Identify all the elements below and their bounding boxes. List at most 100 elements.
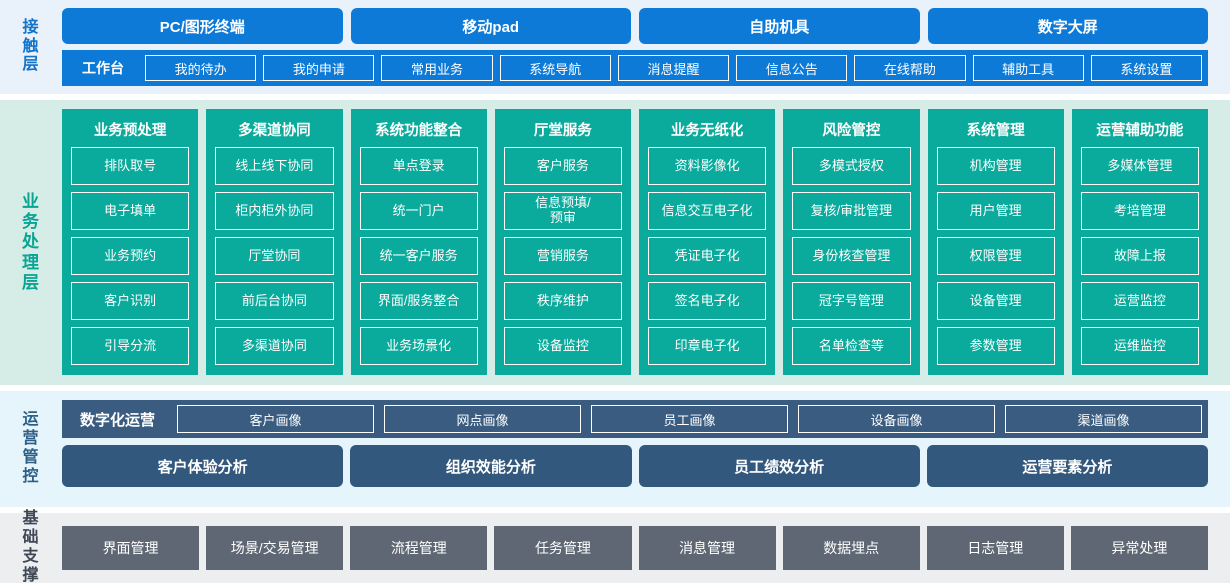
foundation-row: 界面管理 场景/交易管理 流程管理 任务管理 消息管理 数据埋点 日志管理 异常… (62, 526, 1208, 570)
column-items: 客户服务 信息预填/ 预审 营销服务 秩序维护 设备监控 (503, 147, 622, 365)
analysis-row: 客户体验分析 组织效能分析 员工绩效分析 运营要素分析 (62, 445, 1208, 487)
biz-item-device-management[interactable]: 设备管理 (936, 282, 1055, 320)
layer-business-body: 业务预处理 排队取号 电子填单 业务预约 客户识别 引导分流 多渠道协同 线上线… (62, 100, 1230, 385)
foundation-message-management[interactable]: 消息管理 (638, 526, 776, 570)
biz-item-operation-monitoring[interactable]: 运营监控 (1080, 282, 1199, 320)
portrait-device[interactable]: 设备画像 (798, 405, 996, 433)
column-title: 系统管理 (966, 123, 1025, 139)
biz-item-seal-electronic[interactable]: 印章电子化 (648, 327, 767, 365)
biz-item-counter-collab[interactable]: 柜内柜外协同 (215, 192, 334, 230)
foundation-scenario-transaction-management[interactable]: 场景/交易管理 (206, 526, 344, 570)
workbench-item-common-business[interactable]: 常用业务 (381, 55, 493, 81)
workbench-item-online-help[interactable]: 在线帮助 (854, 55, 966, 81)
foundation-ui-management[interactable]: 界面管理 (62, 526, 200, 570)
biz-item-lobby-collab[interactable]: 厅堂协同 (215, 237, 334, 275)
column-title: 业务预处理 (93, 123, 167, 139)
business-column-risk-control: 风险管控 多模式授权 复核/审批管理 身份核查管理 冠字号管理 名单检查等 (783, 109, 920, 375)
biz-item-multimode-authorization[interactable]: 多模式授权 (792, 147, 911, 185)
biz-item-business-scenario[interactable]: 业务场景化 (359, 327, 478, 365)
column-items: 线上线下协同 柜内柜外协同 厅堂协同 前后台协同 多渠道协同 (215, 147, 334, 365)
biz-item-document-imaging[interactable]: 资料影像化 (648, 147, 767, 185)
workbench-item-my-todo[interactable]: 我的待办 (145, 55, 257, 81)
channel-chip-digital-screen[interactable]: 数字大屏 (927, 8, 1208, 44)
analysis-customer-experience[interactable]: 客户体验分析 (62, 445, 344, 487)
foundation-process-management[interactable]: 流程管理 (350, 526, 488, 570)
biz-item-unified-customer-service[interactable]: 统一客户服务 (359, 237, 478, 275)
biz-item-training-management[interactable]: 考培管理 (1080, 192, 1199, 230)
biz-item-org-management[interactable]: 机构管理 (936, 147, 1055, 185)
biz-item-user-management[interactable]: 用户管理 (936, 192, 1055, 230)
biz-item-maintenance-monitoring[interactable]: 运维监控 (1080, 327, 1199, 365)
column-title: 业务无纸化 (670, 123, 744, 139)
workbench-item-system-navigation[interactable]: 系统导航 (499, 55, 611, 81)
biz-item-e-form[interactable]: 电子填单 (71, 192, 190, 230)
biz-item-customer-identification[interactable]: 客户识别 (71, 282, 190, 320)
biz-item-identity-verification[interactable]: 身份核查管理 (792, 237, 911, 275)
biz-item-order-maintenance[interactable]: 秩序维护 (503, 282, 622, 320)
business-column-system-management: 系统管理 机构管理 用户管理 权限管理 设备管理 参数管理 (927, 109, 1064, 375)
workbench-item-system-settings[interactable]: 系统设置 (1090, 55, 1202, 81)
portrait-channel[interactable]: 渠道画像 (1005, 405, 1203, 433)
biz-item-parameter-management[interactable]: 参数管理 (936, 327, 1055, 365)
biz-item-fault-reporting[interactable]: 故障上报 (1080, 237, 1199, 275)
biz-item-voucher-electronic[interactable]: 凭证电子化 (648, 237, 767, 275)
biz-item-signature-electronic[interactable]: 签名电子化 (648, 282, 767, 320)
workbench-item-my-application[interactable]: 我的申请 (263, 55, 375, 81)
channel-chip-self-service[interactable]: 自助机具 (639, 8, 920, 44)
biz-item-info-prefill-prereview[interactable]: 信息预填/ 预审 (503, 192, 622, 230)
layer-contact-body: PC/图形终端 移动pad 自助机具 数字大屏 工作台 我的待办 我的申请 常用… (62, 0, 1230, 94)
biz-item-serial-number-management[interactable]: 冠字号管理 (792, 282, 911, 320)
foundation-task-management[interactable]: 任务管理 (494, 526, 632, 570)
layer-operations-label-text: 运营管控 (22, 411, 40, 485)
biz-item-appointment[interactable]: 业务预约 (71, 237, 190, 275)
biz-item-online-offline-collab[interactable]: 线上线下协同 (215, 147, 334, 185)
biz-item-watchlist-check[interactable]: 名单检查等 (792, 327, 911, 365)
business-column-lobby-service: 厅堂服务 客户服务 信息预填/ 预审 营销服务 秩序维护 设备监控 (494, 109, 631, 375)
band-separator-1 (0, 94, 1230, 100)
column-items: 单点登录 统一门户 统一客户服务 界面/服务整合 业务场景化 (359, 147, 478, 365)
analysis-operation-elements[interactable]: 运营要素分析 (926, 445, 1208, 487)
analysis-org-efficiency[interactable]: 组织效能分析 (350, 445, 632, 487)
business-column-operation-support: 运营辅助功能 多媒体管理 考培管理 故障上报 运营监控 运维监控 (1071, 109, 1208, 375)
analysis-employee-performance[interactable]: 员工绩效分析 (638, 445, 920, 487)
biz-item-unified-portal[interactable]: 统一门户 (359, 192, 478, 230)
column-title: 风险管控 (822, 123, 881, 139)
biz-item-review-approval[interactable]: 复核/审批管理 (792, 192, 911, 230)
biz-item-ui-service-integration[interactable]: 界面/服务整合 (359, 282, 478, 320)
foundation-data-tracking[interactable]: 数据埋点 (782, 526, 920, 570)
channel-row: PC/图形终端 移动pad 自助机具 数字大屏 (62, 8, 1208, 44)
foundation-log-management[interactable]: 日志管理 (926, 526, 1064, 570)
biz-item-customer-service[interactable]: 客户服务 (503, 147, 622, 185)
layer-business-label: 业务处理层 (0, 100, 62, 385)
layer-operations: 运营管控 数字化运营 客户画像 网点画像 员工画像 设备画像 渠道画像 客户体验… (0, 391, 1230, 507)
workbench-title: 工作台 (82, 60, 124, 76)
channel-chip-pc[interactable]: PC/图形终端 (62, 8, 343, 44)
workbench-item-info-announcement[interactable]: 信息公告 (736, 55, 848, 81)
column-title: 运营辅助功能 (1096, 123, 1184, 139)
band-separator-2 (0, 385, 1230, 391)
portrait-customer[interactable]: 客户画像 (177, 405, 375, 433)
workbench-bar: 工作台 我的待办 我的申请 常用业务 系统导航 消息提醒 信息公告 在线帮助 辅… (62, 50, 1208, 86)
band-separator-3 (0, 507, 1230, 513)
channel-chip-mobile-pad[interactable]: 移动pad (350, 8, 631, 44)
workbench-item-message-reminder[interactable]: 消息提醒 (617, 55, 730, 81)
foundation-exception-handling[interactable]: 异常处理 (1070, 526, 1208, 570)
layer-business-label-text: 业务处理层 (21, 192, 40, 292)
biz-item-guidance-diversion[interactable]: 引导分流 (71, 327, 190, 365)
biz-item-front-back-collab[interactable]: 前后台协同 (215, 282, 334, 320)
workbench-item-auxiliary-tools[interactable]: 辅助工具 (972, 55, 1084, 81)
portrait-employee[interactable]: 员工画像 (591, 405, 789, 433)
layer-operations-label: 运营管控 (0, 391, 62, 507)
biz-item-multichannel-collab[interactable]: 多渠道协同 (215, 327, 334, 365)
business-column-system-integration: 系统功能整合 单点登录 统一门户 统一客户服务 界面/服务整合 业务场景化 (350, 109, 487, 375)
portrait-branch[interactable]: 网点画像 (384, 405, 582, 433)
biz-item-single-sign-on[interactable]: 单点登录 (359, 147, 478, 185)
column-items: 机构管理 用户管理 权限管理 设备管理 参数管理 (936, 147, 1055, 365)
biz-item-marketing-service[interactable]: 营销服务 (503, 237, 622, 275)
biz-item-info-exchange-electronic[interactable]: 信息交互电子化 (648, 192, 767, 230)
digital-operations-title: 数字化运营 (80, 411, 156, 429)
biz-item-permission-management[interactable]: 权限管理 (936, 237, 1055, 275)
biz-item-multimedia-management[interactable]: 多媒体管理 (1080, 147, 1199, 185)
biz-item-queue-ticket[interactable]: 排队取号 (71, 147, 190, 185)
biz-item-device-monitoring[interactable]: 设备监控 (503, 327, 622, 365)
